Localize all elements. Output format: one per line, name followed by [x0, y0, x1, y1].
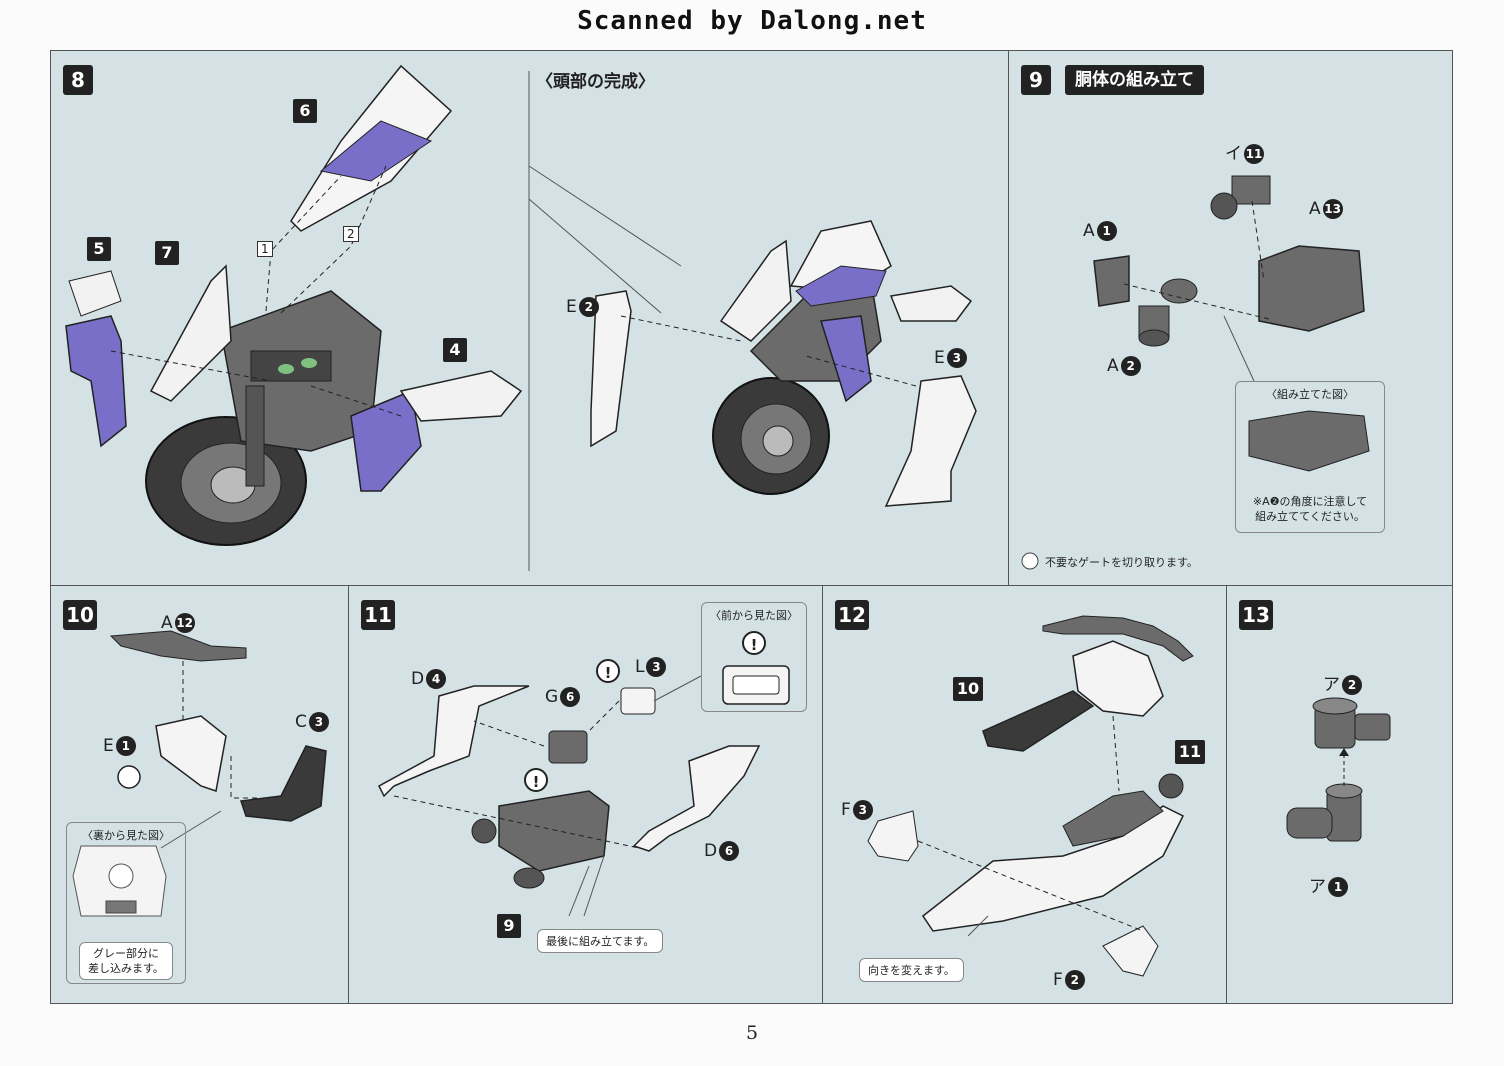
- part-f2: [1102, 925, 1159, 977]
- visor-part-6: [290, 64, 453, 232]
- side-part-5: [65, 270, 127, 448]
- upper-assembly: [1072, 640, 1164, 717]
- step-13-number: 13: [1239, 600, 1273, 630]
- step-10-illustration: [72, 630, 327, 917]
- part-e3: [884, 375, 977, 507]
- gray-insert-callout: グレー部分に差し込みます。: [79, 942, 173, 980]
- part-f3: [867, 810, 919, 862]
- side-part-4: [350, 370, 523, 492]
- part-10-leg: [982, 690, 1095, 752]
- assembled-view-inset: 〈組み立てた図〉 ※A❷の角度に注意して組み立ててください。: [1235, 381, 1385, 533]
- part-e1: [155, 715, 227, 792]
- guide-mark-2: 2: [343, 226, 359, 242]
- caution-mark-front: !: [742, 631, 766, 655]
- head-complete-subtitle: 〈頭部の完成〉: [536, 72, 655, 92]
- back-view-inset: 〈裏から見た図〉: [66, 822, 186, 984]
- assembled-view-drawing: [1248, 410, 1370, 472]
- back-view-title: 〈裏から見た図〉: [82, 829, 170, 842]
- step-9-number: 9: [1021, 65, 1051, 95]
- part-i11: [1210, 175, 1271, 220]
- part-a1: [1093, 255, 1130, 307]
- part-10-marker: 10: [953, 677, 983, 701]
- scan-watermark: Scanned by Dalong.net: [577, 6, 927, 36]
- part-a1-joint: [1286, 783, 1363, 842]
- step-8-number: 8: [63, 65, 93, 95]
- part-c3: [239, 745, 327, 822]
- assembled-view-title: 〈組み立てた図〉: [1266, 388, 1354, 401]
- shield-part-7: [149, 264, 232, 402]
- step-9-illustration: [1021, 175, 1370, 570]
- part-5-marker: 5: [87, 237, 111, 261]
- step-12-number: 12: [835, 600, 869, 630]
- guide-mark-1: 1: [257, 241, 273, 257]
- step-8-illustration: [65, 64, 977, 571]
- part-11-marker: 11: [1175, 740, 1205, 764]
- step-11-number: 11: [361, 600, 395, 630]
- completed-head-assembly: [712, 220, 973, 495]
- part-a12: [109, 630, 247, 662]
- front-view-title: 〈前から見た図〉: [710, 609, 798, 622]
- caution-mark-l3: !: [596, 659, 620, 683]
- part-d6: [632, 745, 761, 852]
- step-11-illustration: [378, 665, 790, 917]
- nipper-icon: [1021, 552, 1039, 570]
- gate-footnote: 不要なゲートを切り取ります。: [1045, 556, 1198, 569]
- part-9-marker: 9: [497, 914, 521, 938]
- part-4-marker: 4: [443, 338, 467, 362]
- part-a2: [1138, 278, 1198, 347]
- part-6-marker: 6: [293, 99, 317, 123]
- part-a13: [1258, 245, 1365, 332]
- part-9-body: [498, 790, 610, 872]
- sanding-icon: [117, 765, 141, 789]
- step-13-illustration: [1286, 697, 1391, 842]
- page-number: 5: [745, 1022, 759, 1044]
- change-direction-callout: 向きを変えます。: [859, 958, 964, 982]
- part-d4: [378, 685, 530, 798]
- front-view-inset: 〈前から見た図〉 !: [701, 602, 807, 712]
- part-l3: [620, 687, 656, 715]
- front-wheel-left: [145, 416, 307, 546]
- part-g6: [548, 730, 588, 764]
- step-9-title: 胴体の組み立て: [1065, 65, 1204, 95]
- angle-note: ※A❷の角度に注意して組み立ててください。: [1252, 495, 1368, 523]
- assemble-last-callout: 最後に組み立てます。: [537, 929, 664, 953]
- step-12-illustration: [867, 615, 1194, 977]
- lower-body-assembly: [921, 805, 1185, 932]
- head-frame-left: [220, 290, 382, 487]
- part-e2: [590, 290, 632, 448]
- caution-mark-g6: !: [524, 768, 548, 792]
- part-a2-joint: [1312, 697, 1391, 749]
- part-7-marker: 7: [155, 241, 179, 265]
- step-10-number: 10: [63, 600, 97, 630]
